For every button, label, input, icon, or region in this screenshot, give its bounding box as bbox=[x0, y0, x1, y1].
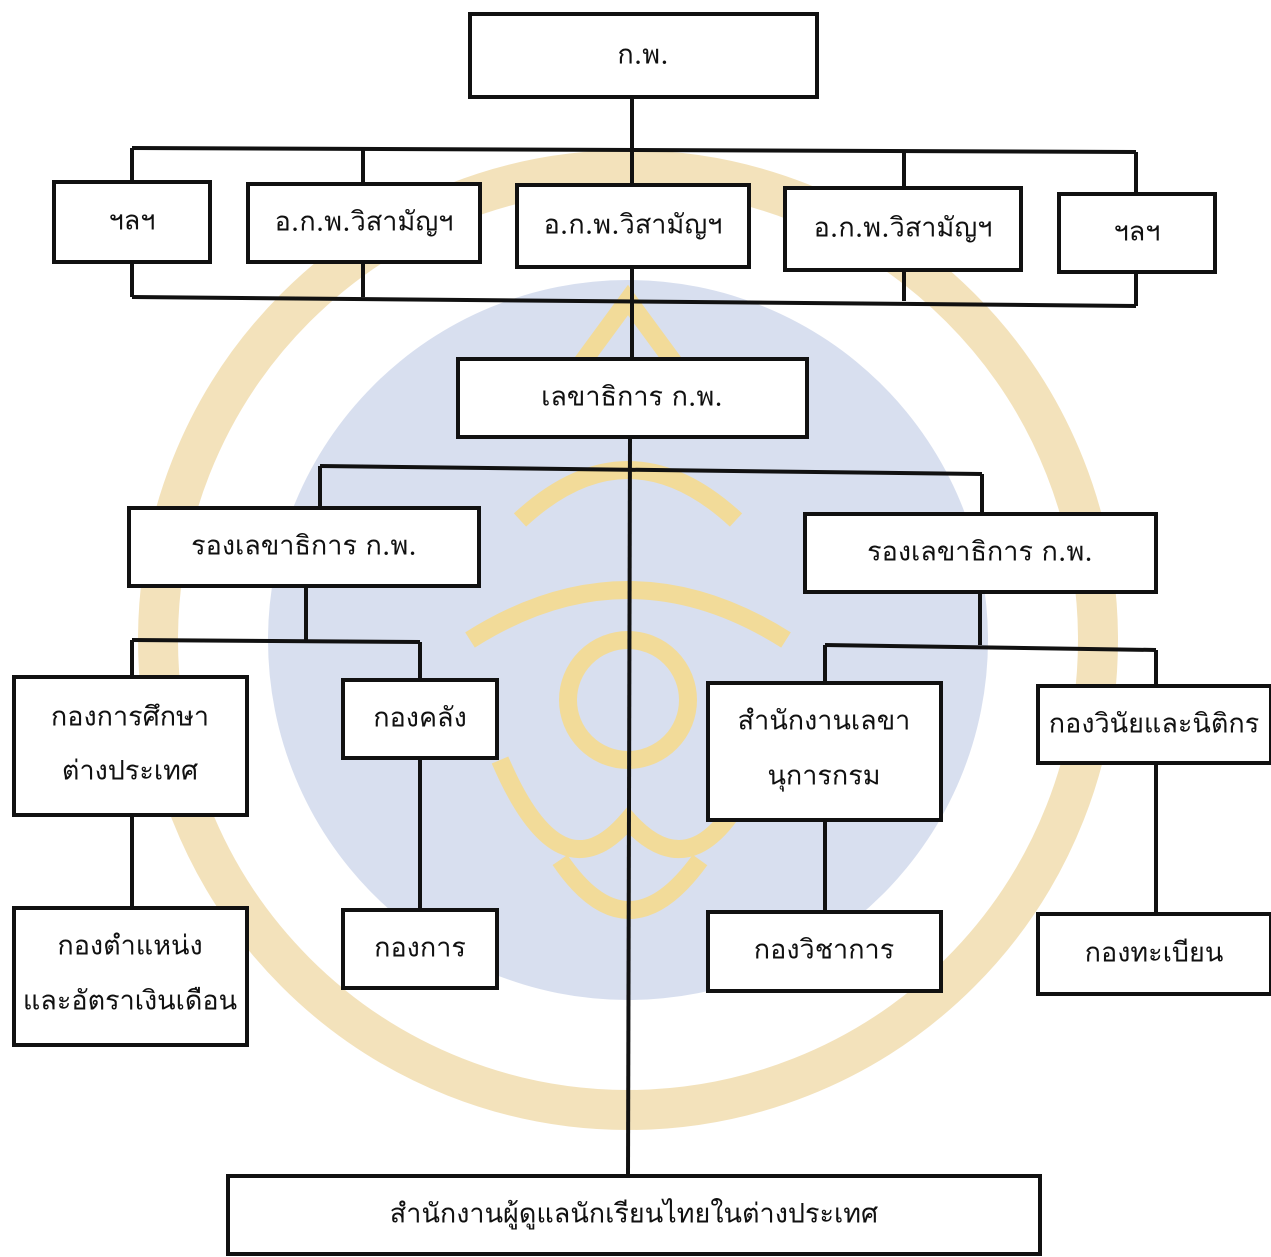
node-div-general-label: กองการ bbox=[374, 933, 466, 964]
node-level1-3-label: อ.ก.พ.วิสามัญฯ bbox=[544, 210, 723, 241]
node-level1-5-label: ฯลฯ bbox=[1114, 217, 1161, 248]
node-div-foreign-education: กองการศึกษา ต่างประเทศ bbox=[12, 675, 249, 817]
node-div-academic: กองวิชาการ bbox=[706, 910, 943, 993]
node-level1-2-label: อ.ก.พ.วิสามัญฯ bbox=[275, 207, 454, 238]
node-div-foreign-education-line1: กองการศึกษา bbox=[51, 702, 209, 733]
node-level1-3: อ.ก.พ.วิสามัญฯ bbox=[515, 183, 751, 269]
node-div-registry: กองทะเบียน bbox=[1036, 912, 1271, 996]
node-bottom-label: สำนักงานผู้ดูแลนักเรียนไทยในต่างประเทศ bbox=[390, 1198, 878, 1230]
node-div-discipline: กองวินัยและนิติกร bbox=[1036, 684, 1271, 765]
node-top-label: ก.พ. bbox=[617, 40, 668, 71]
node-div-discipline-label: กองวินัยและนิติกร bbox=[1049, 709, 1259, 740]
node-level1-4-label: อ.ก.พ.วิสามัญฯ bbox=[814, 213, 993, 244]
node-level1-1-label: ฯลฯ bbox=[109, 206, 156, 237]
node-top: ก.พ. bbox=[468, 12, 819, 99]
node-div-office-line2: นุการกรม bbox=[767, 761, 880, 793]
node-deputy-right: รองเลขาธิการ ก.พ. bbox=[803, 512, 1158, 594]
node-div-finance: กองคลัง bbox=[341, 678, 499, 760]
node-div-office-line1: สำนักงานเลขา bbox=[738, 706, 911, 737]
node-deputy-right-label: รองเลขาธิการ ก.พ. bbox=[867, 537, 1093, 568]
node-level1-4: อ.ก.พ.วิสามัญฯ bbox=[783, 186, 1023, 272]
node-secretary-label: เลขาธิการ ก.พ. bbox=[541, 382, 723, 413]
node-div-foreign-education-line2: ต่างประเทศ bbox=[62, 756, 198, 787]
node-level1-2: อ.ก.พ.วิสามัญฯ bbox=[246, 182, 482, 264]
connectors bbox=[130, 97, 1158, 1177]
node-div-position-salary-line1: กองตำแหน่ง bbox=[57, 931, 202, 962]
node-level1-5: ฯลฯ bbox=[1057, 192, 1217, 274]
node-div-general: กองการ bbox=[341, 908, 499, 990]
node-div-finance-label: กองคลัง bbox=[373, 703, 467, 734]
node-deputy-left: รองเลขาธิการ ก.พ. bbox=[127, 506, 481, 588]
node-deputy-left-label: รองเลขาธิการ ก.พ. bbox=[191, 531, 417, 562]
node-div-academic-label: กองวิชาการ bbox=[754, 935, 894, 966]
node-div-position-salary-line2: และอัตราเงินเดือน bbox=[23, 986, 237, 1017]
node-div-office: สำนักงานเลขา นุการกรม bbox=[706, 681, 943, 822]
node-secretary: เลขาธิการ ก.พ. bbox=[456, 357, 809, 439]
node-div-position-salary: กองตำแหน่ง และอัตราเงินเดือน bbox=[12, 906, 249, 1047]
node-bottom: สำนักงานผู้ดูแลนักเรียนไทยในต่างประเทศ bbox=[226, 1174, 1042, 1256]
node-level1-1: ฯลฯ bbox=[52, 180, 212, 264]
node-div-registry-label: กองทะเบียน bbox=[1085, 938, 1224, 969]
